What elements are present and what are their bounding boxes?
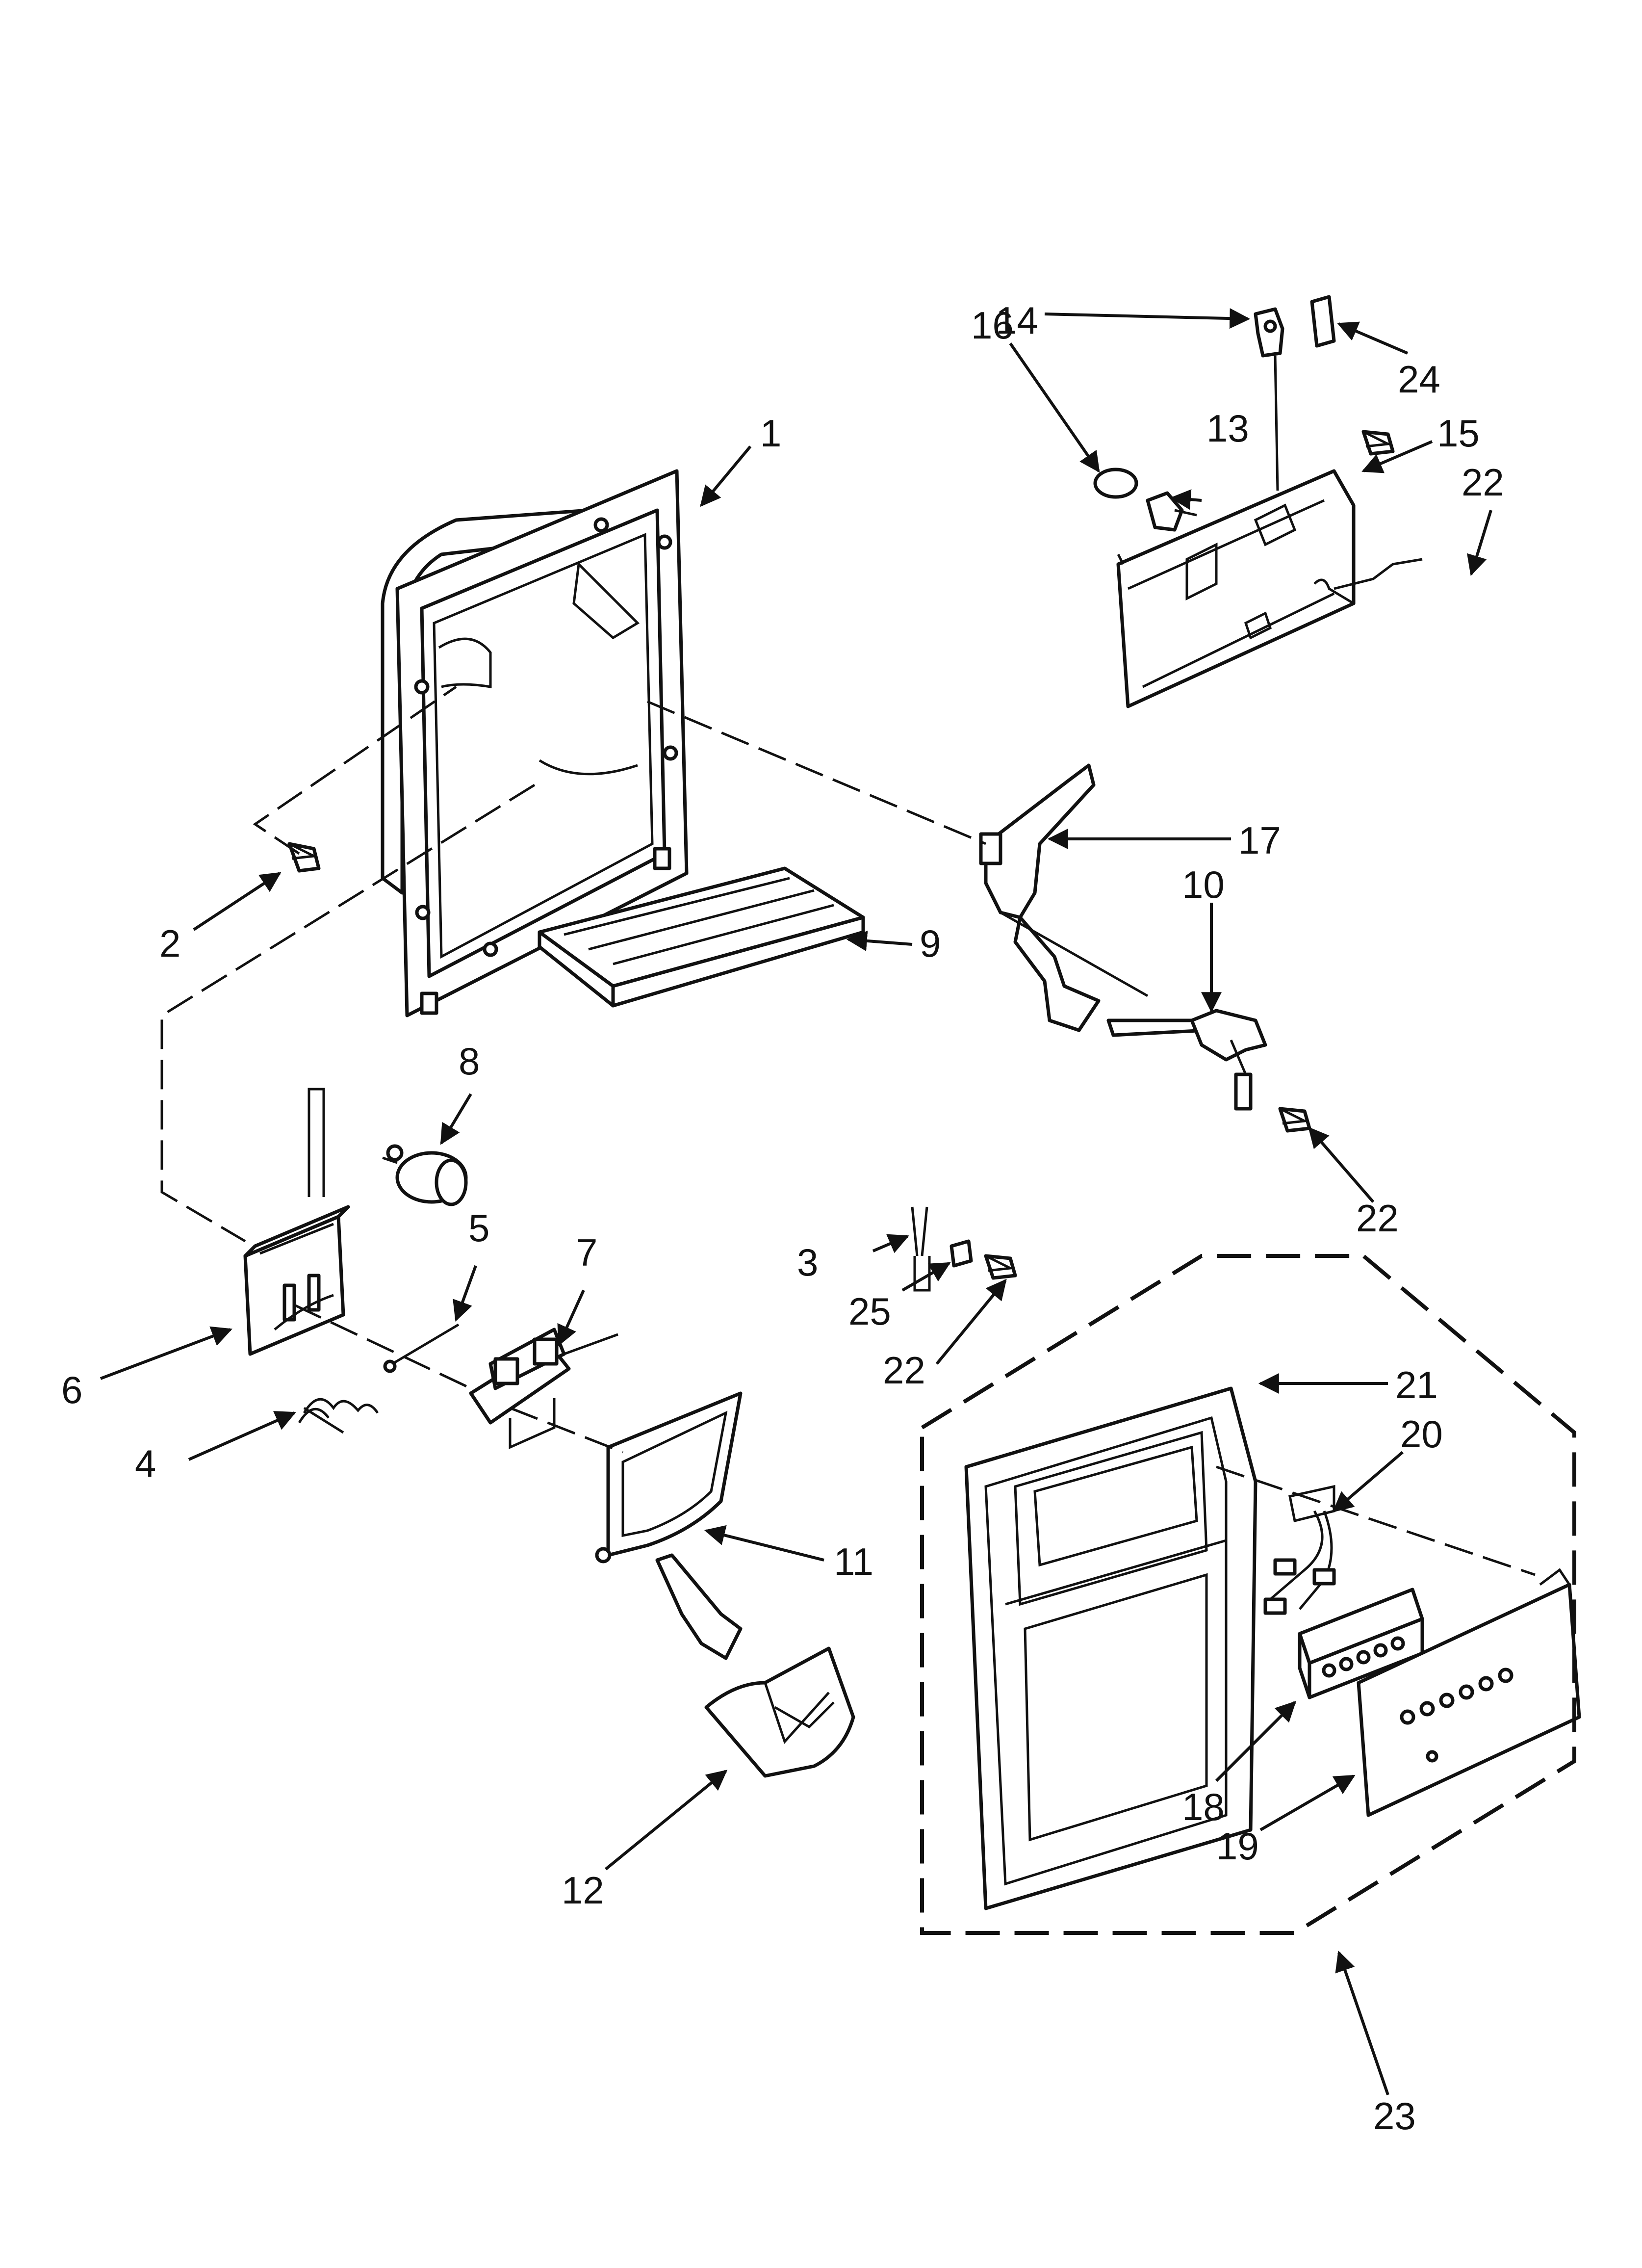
- callout-22a: 22: [1462, 461, 1504, 504]
- part-25-insulator: [949, 1239, 973, 1268]
- part-22-screw-a: [1278, 1107, 1311, 1133]
- part-7-actuator: [469, 1328, 618, 1449]
- callout-6: 6: [61, 1368, 82, 1411]
- part-16-lamp-cover: [1093, 468, 1138, 499]
- callout-25: 25: [848, 1290, 891, 1333]
- part-9-drip-tray: [538, 866, 865, 1008]
- part-11-ice-paddle: [595, 1391, 743, 1660]
- callout-21: 21: [1395, 1363, 1438, 1407]
- part-22-screw-c: [1361, 430, 1395, 456]
- callout-14: 14: [996, 299, 1038, 342]
- part-17-water-lever: [979, 763, 1149, 1032]
- callout-9: 9: [920, 922, 941, 965]
- callout-11: 11: [834, 1540, 873, 1583]
- part-8-solenoid: [382, 1144, 468, 1206]
- part-6-switch-housing: [243, 1088, 350, 1356]
- callout-20: 20: [1400, 1412, 1443, 1456]
- callout-22c: 22: [883, 1349, 925, 1392]
- assembly-23-boundary: [920, 1254, 1576, 1935]
- callout-23: 23: [1373, 2094, 1416, 2138]
- callout-5: 5: [468, 1206, 489, 1250]
- part-22-screw-b: [984, 1254, 1017, 1280]
- callout-8: 8: [459, 1040, 480, 1083]
- callout-19: 19: [1216, 1825, 1259, 1868]
- callout-17: 17: [1238, 819, 1281, 862]
- callout-24: 24: [1398, 358, 1440, 401]
- part-1-dispenser-housing: [381, 469, 689, 1017]
- part-18-control-board: [1298, 1588, 1424, 1699]
- callout-13: 13: [1206, 407, 1249, 450]
- part-5-pin: [383, 1323, 460, 1373]
- callout-2: 2: [159, 922, 180, 965]
- reference-lines: [160, 553, 1536, 1576]
- part-24-insulator: [1310, 295, 1336, 348]
- callout-12: 12: [562, 1869, 604, 1912]
- callout-labels: 1 2 3 4 5 6 7 8 9 10 11 12 13 14 15 16 1…: [61, 299, 1504, 2138]
- part-20-wire-harness: [1263, 1485, 1336, 1615]
- part-14-switch: [1254, 307, 1284, 491]
- part-2-screw: [287, 842, 321, 873]
- callout-3: 3: [797, 1241, 818, 1284]
- part-10-actuator-rod: [1106, 1009, 1267, 1111]
- callout-1: 1: [760, 412, 781, 455]
- callout-7: 7: [576, 1231, 597, 1274]
- callout-15: 15: [1437, 412, 1480, 455]
- part-4-spring: [298, 1398, 379, 1434]
- callout-16: 16: [971, 304, 1014, 347]
- callout-leaders: [100, 308, 1492, 2095]
- callout-18: 18: [1182, 1785, 1225, 1828]
- callout-10: 10: [1182, 863, 1225, 906]
- part-12-ice-chute: [704, 1646, 855, 1778]
- part-15-lamp-housing: [1116, 469, 1423, 708]
- callout-22b: 22: [1356, 1197, 1399, 1240]
- callout-4: 4: [135, 1442, 156, 1485]
- part-21-dispenser-front: [964, 1386, 1257, 1910]
- part-19-control-overlay: [1357, 1568, 1581, 1817]
